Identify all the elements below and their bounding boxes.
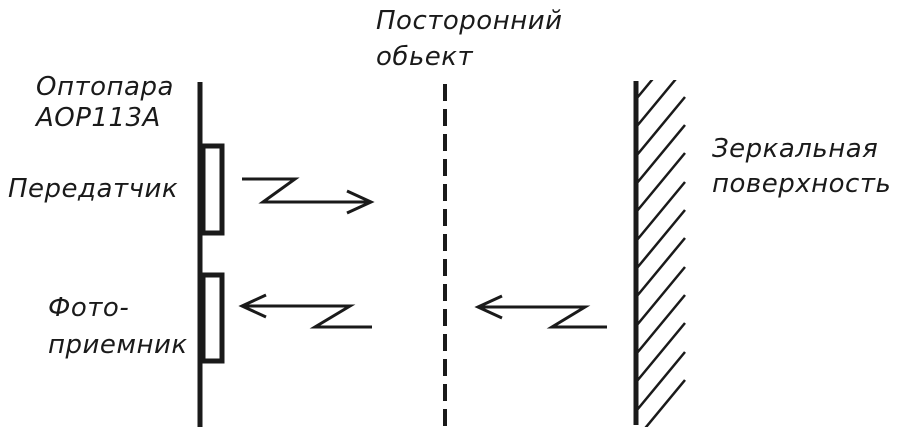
mirror-surface-label-line1: Зеркальная: [712, 134, 879, 164]
arrowhead-left-icon: [474, 294, 503, 320]
arrowhead-left-icon: [238, 293, 267, 319]
received-signal-arrow: [238, 293, 372, 329]
reflected-signal-arrow: [474, 294, 607, 329]
transmitter-label: Передатчик: [8, 174, 179, 204]
mirror-surface-label-line2: поверхность: [712, 169, 892, 199]
arrowhead-right-icon: [346, 189, 375, 215]
mirror-surface-label: Зеркальная поверхность: [712, 132, 891, 202]
foreign-object-label: Посторонний обьект: [376, 3, 563, 75]
foreign-object-label-line1: Посторонний: [376, 6, 563, 36]
foreign-object-label-line2: обьект: [376, 42, 474, 72]
photoreceiver-label: Фото- приемник: [48, 290, 188, 364]
photoreceiver-label-line2: приемник: [48, 330, 188, 360]
photoreceiver-box: [200, 272, 225, 364]
transmitter-box: [200, 143, 225, 236]
wall-hatching: [636, 80, 686, 427]
photoreceiver-label-line1: Фото-: [48, 293, 130, 323]
optocoupler-label: Оптопара АОР113А: [36, 72, 174, 134]
optocoupler-label-line1: Оптопара: [36, 72, 174, 102]
emitted-signal-arrow: [242, 177, 375, 215]
optocoupler-label-line2: АОР113А: [36, 103, 161, 133]
